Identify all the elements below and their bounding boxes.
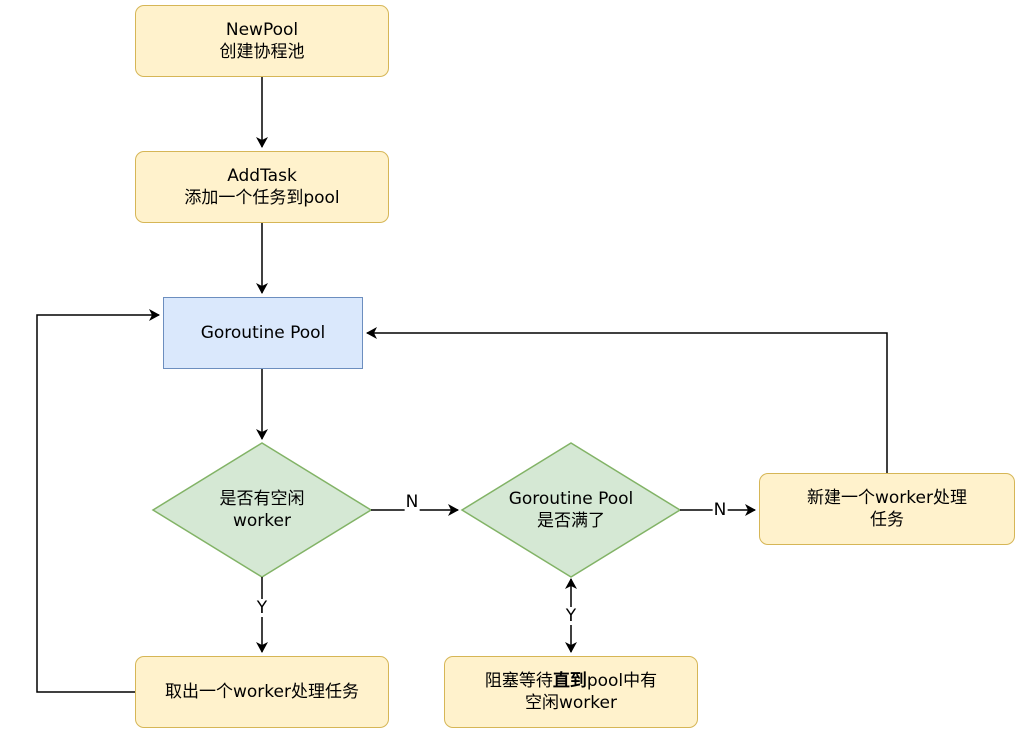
edge-label-idle-yes: Y xyxy=(255,598,269,618)
node-take-worker: 取出一个worker处理任务 xyxy=(135,656,389,728)
node-newpool-desc: 创建协程池 xyxy=(219,42,305,62)
node-newpool-title: NewPool xyxy=(225,20,299,40)
node-new-worker-line2: 任务 xyxy=(870,510,904,530)
edge-take-worker-back-to-pool xyxy=(36,309,160,693)
node-block-wait-line1-c: pool中有 xyxy=(586,671,658,691)
node-goroutine-pool-label: Goroutine Pool xyxy=(200,323,326,343)
decision-pool-full-shape xyxy=(460,442,682,578)
node-new-worker: 新建一个worker处理 任务 xyxy=(759,473,1015,545)
node-block-wait-line1-b: 直到 xyxy=(552,671,587,691)
node-addtask-desc: 添加一个任务到pool xyxy=(184,188,340,208)
node-pool-full-line2: 是否满了 xyxy=(537,511,605,531)
node-has-idle-worker-line2: worker xyxy=(233,511,291,531)
edge-label-full-yes: Y xyxy=(564,606,578,626)
node-has-idle-worker-line1: 是否有空闲 xyxy=(219,489,305,509)
node-new-worker-line1: 新建一个worker处理 xyxy=(807,488,967,508)
edge-label-full-no: N xyxy=(712,500,728,520)
edge-label-idle-no: N xyxy=(404,492,420,512)
node-addtask: AddTask 添加一个任务到pool xyxy=(135,151,389,223)
node-addtask-title: AddTask xyxy=(227,166,297,186)
node-goroutine-pool: Goroutine Pool xyxy=(163,297,363,369)
node-block-wait-line2: 空闲worker xyxy=(525,693,617,713)
node-pool-full-line1: Goroutine Pool xyxy=(508,489,634,509)
node-block-wait: 阻塞等待直到pool中有 空闲worker xyxy=(444,656,698,728)
node-has-idle-worker: 是否有空闲 worker xyxy=(183,483,341,537)
edge-new-worker-back-to-pool xyxy=(366,327,888,473)
node-block-wait-line1-a: 阻塞等待 xyxy=(484,671,553,691)
node-take-worker-label: 取出一个worker处理任务 xyxy=(165,682,359,702)
node-newpool: NewPool 创建协程池 xyxy=(135,5,389,77)
node-block-wait-line1: 阻塞等待直到pool中有 xyxy=(485,670,657,692)
node-pool-full: Goroutine Pool 是否满了 xyxy=(482,483,660,537)
